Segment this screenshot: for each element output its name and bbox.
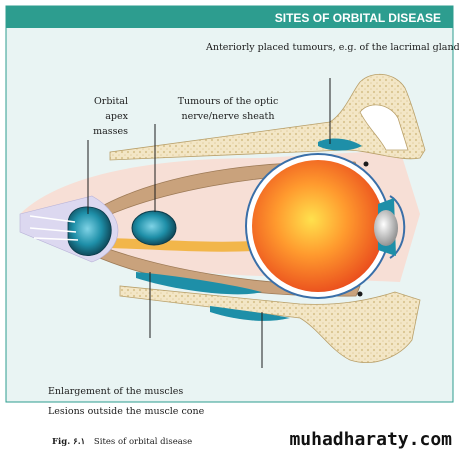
header-title: SITES OF ORBITAL DISEASE: [275, 11, 441, 25]
label-optic-line2: nerve/nerve sheath: [182, 111, 275, 122]
upper-bone-wall: [109, 74, 426, 161]
lower-bone-wall: [119, 285, 421, 363]
label-optic-line1: Tumours of the optic: [178, 96, 279, 107]
apex-fibres: [29, 215, 79, 241]
figure-caption-text: Sites of orbital disease: [94, 437, 192, 447]
lacrimal-gland-lesion: [318, 138, 362, 151]
muscle-enlargement-lesion: [136, 272, 262, 295]
header-bar: [6, 6, 453, 28]
extraconal-lesion: [210, 306, 290, 321]
figure-number: Fig. ۶.۱: [52, 437, 85, 447]
label-anterior-tumours: Anteriorly placed tumours, e.g. of the l…: [205, 42, 459, 53]
eyelid-marker-top: [363, 161, 369, 167]
label-apex-line1: Orbital: [94, 96, 128, 107]
orbital-apex-mass: [67, 206, 112, 256]
globe-vitreous: [252, 160, 384, 292]
lens: [374, 210, 398, 246]
label-outside-cone: Lesions outside the muscle cone: [48, 406, 205, 417]
figure-caption: Fig. ۶.۱ Sites of orbital disease: [52, 437, 192, 447]
optic-nerve-tumour: [131, 210, 177, 246]
label-apex-line3: masses: [93, 126, 128, 137]
watermark-text: muhadharaty.com: [289, 429, 452, 450]
label-apex-line2: apex: [105, 111, 128, 122]
label-muscle-enlargement: Enlargement of the muscles: [48, 386, 183, 397]
nasal-bone: [359, 104, 409, 151]
eyelid-marker-bottom: [357, 291, 363, 297]
